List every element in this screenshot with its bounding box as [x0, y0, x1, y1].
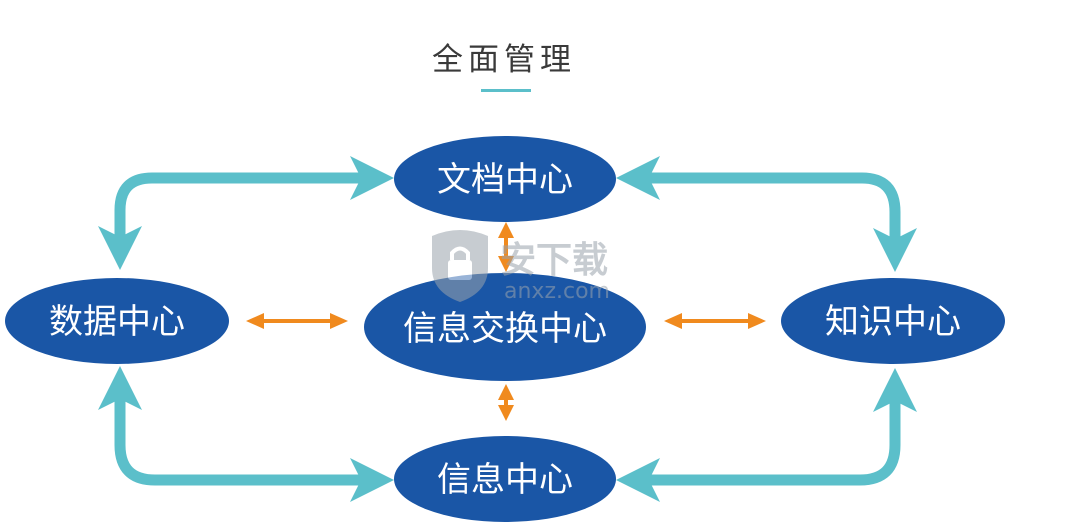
orange-arrow-up [498, 222, 514, 272]
arrow-info-knowledge [616, 368, 917, 502]
node-document-center: 文档中心 [394, 136, 616, 222]
shield-icon [432, 230, 488, 302]
arrow-data-document [98, 156, 394, 270]
node-document-center-label: 文档中心 [437, 160, 573, 200]
node-data-center-label: 数据中心 [49, 302, 185, 342]
node-info-center: 信息中心 [394, 436, 616, 522]
node-exchange-center: 信息交换中心 [364, 273, 646, 381]
watermark-cn-text: 安下载 [500, 240, 608, 281]
node-info-center-label: 信息中心 [437, 460, 573, 500]
node-data-center: 数据中心 [5, 278, 229, 364]
title-underline [481, 89, 531, 92]
arrow-document-knowledge [616, 156, 917, 272]
orange-arrow-left [246, 313, 348, 329]
node-knowledge-center: 知识中心 [781, 278, 1005, 364]
diagram-title: 全面管理 [432, 42, 576, 78]
watermark-url-text: anxz.com [504, 279, 610, 304]
orange-arrow-right [664, 313, 766, 329]
node-exchange-center-label: 信息交换中心 [403, 309, 607, 349]
orange-arrow-down [498, 384, 514, 421]
watermark: 安下载 anxz.com [432, 230, 610, 304]
node-knowledge-center-label: 知识中心 [825, 302, 961, 342]
arrow-data-info [98, 366, 394, 502]
